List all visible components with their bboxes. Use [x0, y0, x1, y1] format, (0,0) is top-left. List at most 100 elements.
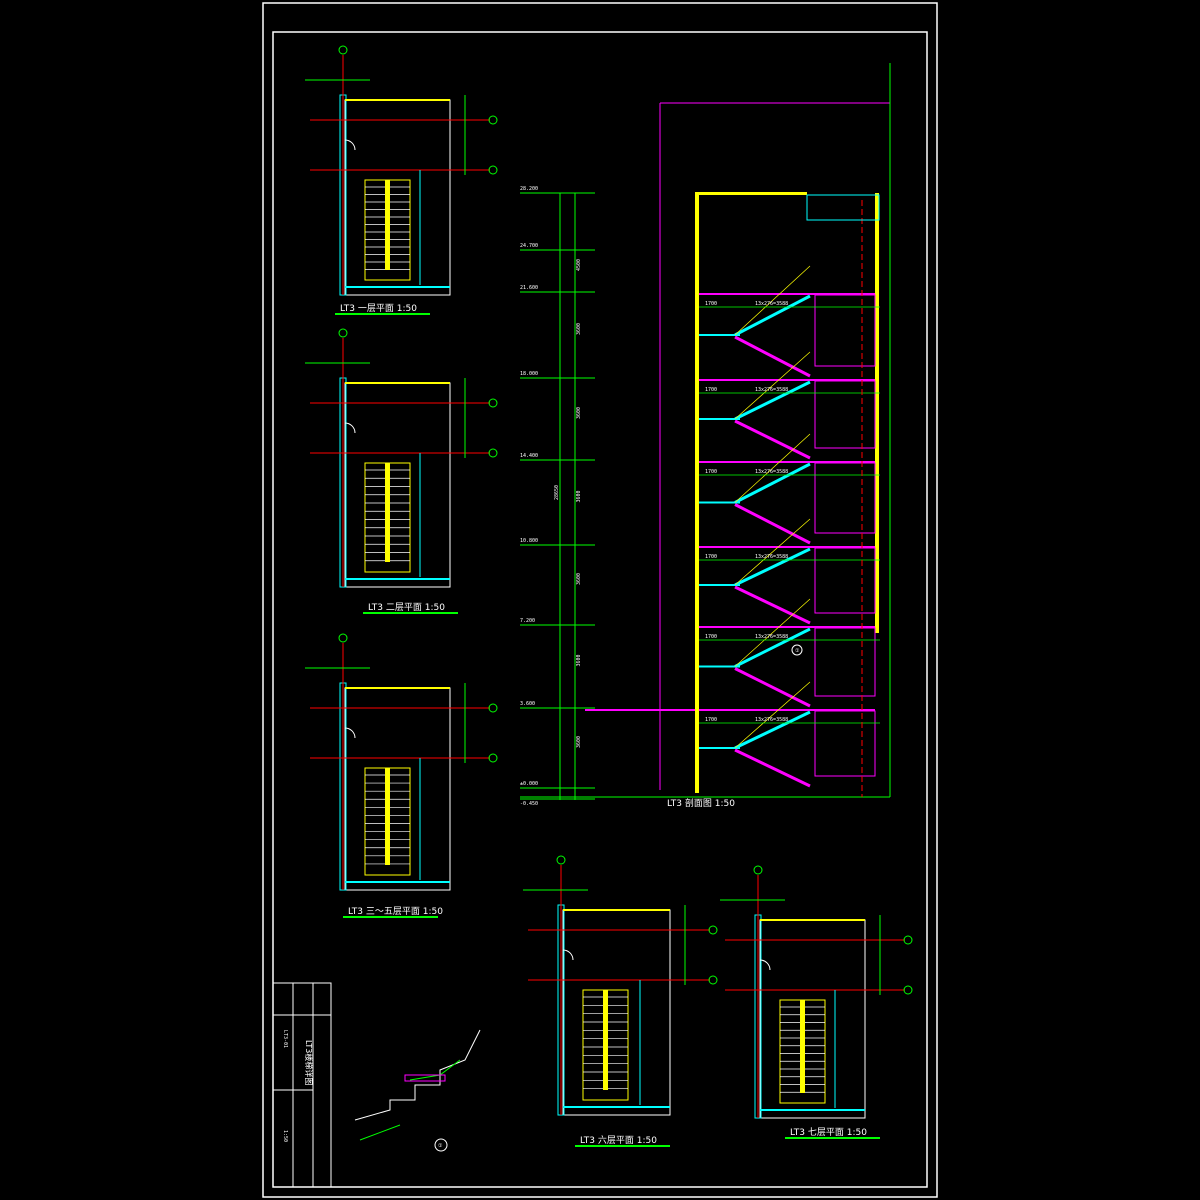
axis-bubble-j — [488, 398, 498, 408]
landing-dim-label: 1700 — [705, 554, 717, 560]
level-label: 28.200 — [520, 186, 538, 192]
door-opening — [814, 294, 876, 367]
level-label: 18.000 — [520, 371, 538, 377]
stair-dim-label: 13x276=3588 — [755, 387, 788, 393]
plan-wall-outline — [344, 99, 451, 296]
axis-bubble-j — [488, 703, 498, 713]
level-label: 3.600 — [520, 701, 535, 707]
detail-callout-label: ① — [795, 648, 800, 654]
plan-view-1: LT3 一层平面 1:50 — [305, 45, 498, 315]
landing-dim-label: 1700 — [705, 469, 717, 475]
door-swing — [344, 422, 356, 434]
stair-flight-up — [734, 547, 811, 587]
handrail-line — [734, 598, 811, 667]
stair-flight-up — [734, 294, 811, 337]
door-opening — [814, 380, 876, 449]
stair-handrail — [385, 463, 390, 562]
level-label: 24.700 — [520, 243, 538, 249]
plan-title: LT3 六层平面 1:50 — [580, 1134, 657, 1146]
outer-frame — [262, 2, 938, 1198]
axis-bubble-15 — [556, 855, 566, 865]
handrail-line — [734, 265, 811, 336]
stair-flight-down — [734, 748, 811, 788]
section-wall-right — [875, 193, 879, 633]
plan-wall-outline — [759, 919, 866, 1119]
axis-bubble-15 — [338, 45, 348, 55]
axis-bubble-h — [488, 165, 498, 175]
stair-flight-up — [734, 462, 811, 504]
level-label: 21.600 — [520, 285, 538, 291]
plan-title: LT3 一层平面 1:50 — [340, 303, 417, 314]
stair-flight-up — [734, 627, 811, 668]
door-opening — [814, 462, 876, 534]
story-dim-label: 4500 — [576, 259, 582, 271]
stair-flight-down — [734, 503, 811, 545]
plan-view-4: LT3 六层平面 1:50 — [523, 855, 718, 1147]
plan-wall-outline — [344, 382, 451, 588]
door-opening — [814, 710, 876, 777]
handrail-line — [734, 518, 811, 586]
landing-dim-label: 1700 — [705, 387, 717, 393]
stair-handrail — [385, 180, 390, 270]
stair-flight-down — [734, 667, 811, 708]
landing-dim-label: 1700 — [705, 717, 717, 723]
axis-bubble-j — [488, 115, 498, 125]
section-roof — [695, 192, 807, 195]
stair-flight-up — [734, 380, 811, 421]
axis-bubble-15 — [338, 328, 348, 338]
stair-dim-label: 13x276=3588 — [755, 554, 788, 560]
door-swing — [344, 139, 356, 151]
detail-1: ① — [354, 1029, 481, 1152]
stair-handrail — [800, 1000, 805, 1093]
plan-view-3: LT3 三～五层平面 1:50 — [305, 633, 498, 918]
door-swing — [344, 727, 356, 739]
stair-flight-down — [734, 419, 811, 460]
plan-view-2: LT3 二层平面 1:50 — [305, 328, 498, 614]
axis-bubble-h — [903, 985, 913, 995]
stair-dim-label: 13x276=3588 — [755, 717, 788, 723]
section-view: 28650 LT3 剖面图 1:50 ① 28.200 24.700 21.600 1… — [520, 63, 891, 809]
plan-title: LT3 七层平面 1:50 — [790, 1127, 867, 1138]
plan-title: LT3 二层平面 1:50 — [368, 602, 445, 613]
story-dim-label: 3600 — [576, 573, 582, 585]
story-dim-label: 3600 — [576, 407, 582, 419]
level-label: 10.800 — [520, 538, 538, 544]
inner-frame — [272, 31, 928, 1188]
handrail-line — [734, 433, 811, 503]
title-scale: 1:50 — [282, 1130, 288, 1142]
story-dim-label: 3600 — [576, 736, 582, 748]
stair-dim-label: 13x276=3588 — [755, 634, 788, 640]
axis-bubble-h — [708, 975, 718, 985]
stair-dim-label: 13x276=3588 — [755, 301, 788, 307]
axis-bubble-15 — [753, 865, 763, 875]
door-swing — [562, 949, 574, 961]
stair-flight-down — [734, 335, 811, 378]
total-dim: 28650 — [554, 485, 560, 500]
story-dim-label: 3600 — [576, 490, 582, 502]
level-label: 14.400 — [520, 453, 538, 459]
stair-handrail — [385, 768, 390, 865]
axis-bubble-15 — [338, 633, 348, 643]
axis-bubble-h — [488, 753, 498, 763]
roof-parapet — [806, 194, 880, 221]
door-swing — [759, 959, 771, 971]
level-label: -0.450 — [520, 801, 538, 807]
plan-wall-outline — [562, 909, 671, 1116]
landing-dim-label: 1700 — [705, 301, 717, 307]
detail-1-label: ① — [438, 1143, 443, 1149]
stair-flight-down — [734, 585, 811, 625]
door-opening — [814, 547, 876, 614]
level-label: ±0.000 — [520, 781, 538, 787]
plan-wall-outline — [344, 687, 451, 891]
story-dim-label: 3600 — [576, 654, 582, 666]
plan-title: LT3 三～五层平面 1:50 — [348, 906, 443, 917]
axis-bubble-h — [488, 448, 498, 458]
section-wall-left — [695, 193, 699, 793]
axis-bubble-j — [903, 935, 913, 945]
handrail-line — [734, 351, 811, 420]
stair-handrail — [603, 990, 608, 1090]
section-title: LT3 剖面图 1:50 — [667, 797, 735, 809]
landing-dim-label: 1700 — [705, 634, 717, 640]
